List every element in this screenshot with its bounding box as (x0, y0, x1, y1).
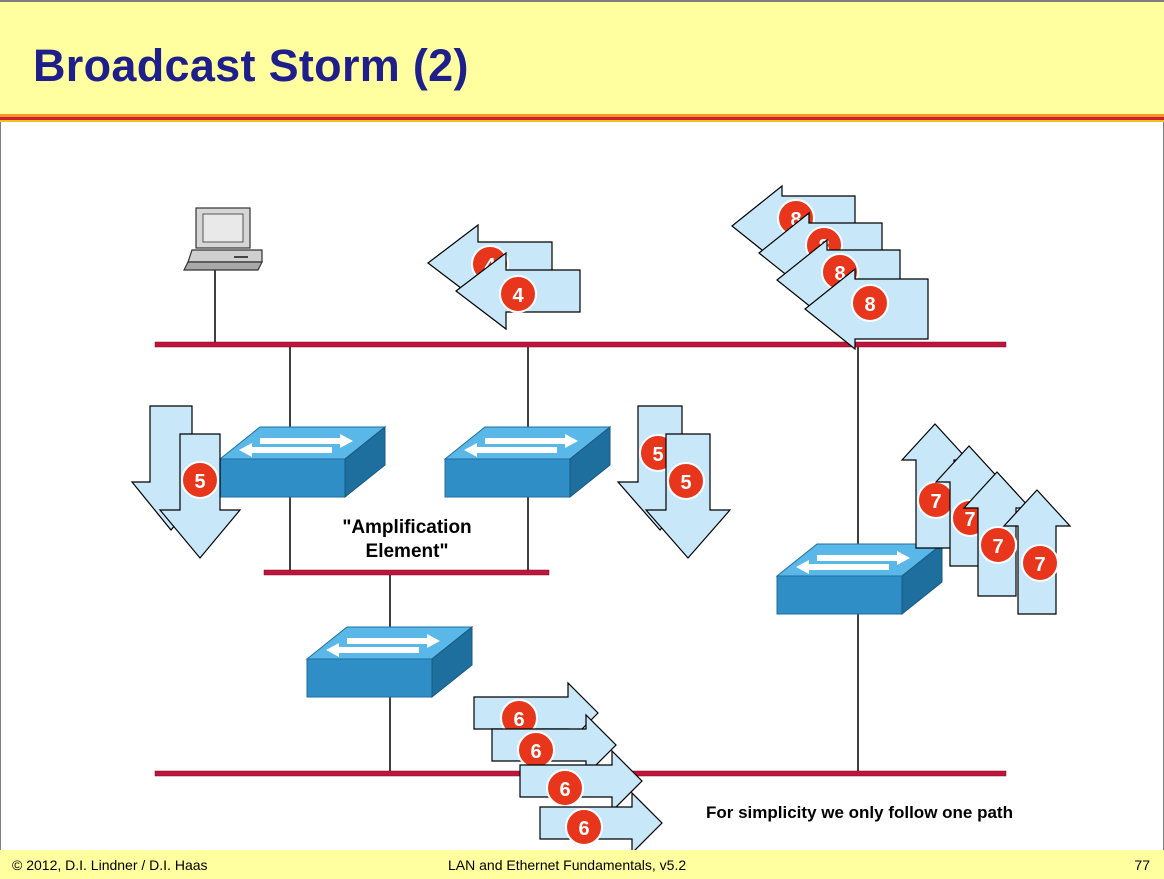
ethernet-segment-top (154, 341, 1007, 348)
frame-badge-label: 5 (652, 444, 663, 466)
frame-arrow-6: 6 (539, 791, 663, 855)
frame-badge-label: 6 (559, 779, 570, 801)
switch-icon (305, 625, 474, 699)
title-bar: Broadcast Storm (2) (0, 0, 1164, 114)
frame-badge-label: 8 (790, 209, 801, 231)
frame-badge-label: 7 (992, 536, 1003, 558)
frame-badge-label: 4 (512, 285, 524, 307)
frame-badge-label: 5 (194, 471, 205, 493)
computer-icon (183, 207, 263, 271)
frame-arrow-5: 5 (158, 433, 242, 559)
frame-arrow-4: 4 (455, 251, 581, 331)
footer-course-title: LAN and Ethernet Fundamentals, v5.2 (448, 857, 687, 873)
switch-icon (443, 425, 612, 499)
frame-badge-label: 8 (834, 263, 845, 285)
amplification-label-line2: Element" (366, 541, 449, 562)
frame-arrow-7: 7 (1002, 489, 1072, 615)
footer-bar (0, 850, 1164, 879)
frame-arrow-8: 8 (804, 267, 929, 351)
simplicity-note: For simplicity we only follow one path (706, 803, 1013, 822)
frame-arrow-5: 5 (644, 433, 732, 559)
title-rule-orange (0, 114, 1164, 117)
frame-badge-label: 7 (1034, 554, 1045, 576)
frame-badge-label: 6 (578, 818, 589, 840)
frame-badge-label: 7 (930, 491, 941, 513)
amplification-label-line1: "Amplification (342, 517, 471, 538)
frame-badge-label: 6 (530, 741, 541, 763)
title-rule-gold (0, 120, 1164, 122)
footer-page-number: 77 (1134, 857, 1150, 873)
footer-copyright: © 2012, D.I. Lindner / D.I. Haas (12, 857, 208, 873)
switch-icon (775, 542, 944, 616)
switch-icon (218, 425, 387, 499)
frame-arrow-7: 7 (962, 471, 1032, 597)
frame-badge-label: 6 (513, 709, 524, 731)
slide-title: Broadcast Storm (2) (33, 40, 469, 91)
frame-badge-label: 7 (964, 509, 975, 531)
frame-badge-label: 8 (864, 294, 875, 316)
frame-badge-label: 5 (680, 472, 691, 494)
frame-border-left (0, 122, 1, 850)
frame-arrow-6: 6 (519, 749, 643, 813)
title-rule-red (0, 117, 1164, 120)
ethernet-segment-middle (263, 569, 550, 576)
